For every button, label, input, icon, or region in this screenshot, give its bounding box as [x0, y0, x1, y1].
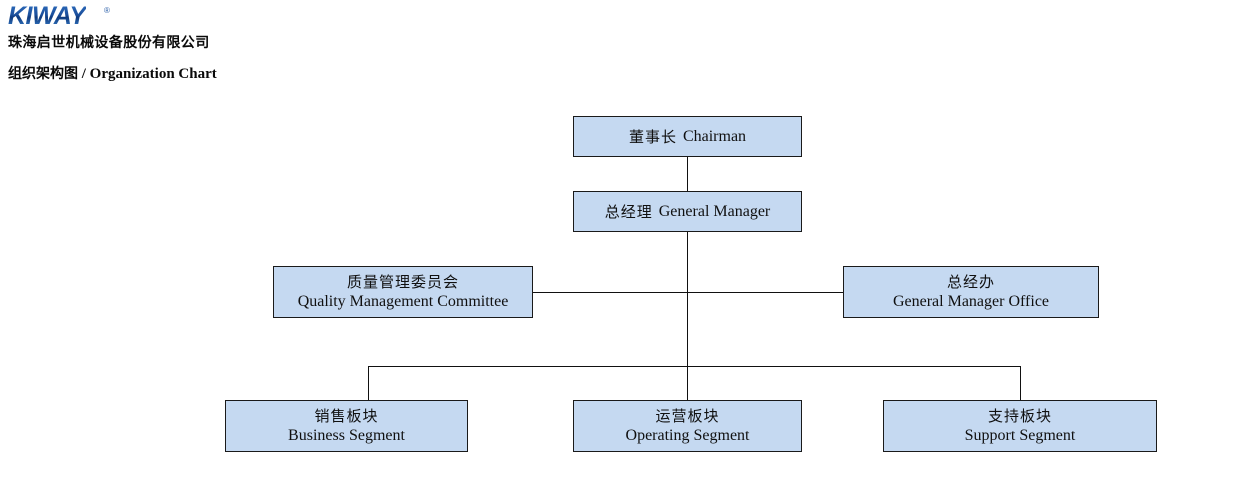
node-business-segment-label-cn: 销售板块: [314, 407, 379, 425]
connector-gm-to-quality-committee: [533, 292, 688, 294]
connector-bus-to-operating-segment: [687, 366, 689, 401]
connector-chairman-to-gm: [687, 156, 689, 191]
node-general-manager-label-cn: 总经理: [604, 202, 653, 221]
connector-bus-to-support-segment: [1020, 366, 1022, 401]
connector-gm-trunk: [687, 231, 689, 367]
connector-gm-to-gm-office: [687, 292, 844, 294]
page-title: 组织架构图 / Organization Chart: [8, 63, 217, 83]
page-title-cn: 组织架构图: [8, 66, 78, 82]
node-general-manager[interactable]: 总经理 General Manager: [573, 191, 802, 232]
page-title-en: Organization Chart: [89, 66, 217, 82]
node-quality-management-committee-label-cn: 质量管理委员会: [346, 273, 459, 291]
company-name: 珠海启世机械设备股份有限公司: [8, 35, 210, 51]
node-general-manager-office[interactable]: 总经办 General Manager Office: [843, 266, 1099, 318]
node-support-segment-label-cn: 支持板块: [987, 407, 1052, 425]
node-operating-segment-label-cn: 运营板块: [655, 407, 720, 425]
node-quality-management-committee[interactable]: 质量管理委员会 Quality Management Committee: [273, 266, 533, 318]
node-support-segment[interactable]: 支持板块 Support Segment: [883, 400, 1157, 452]
node-chairman[interactable]: 董事长 Chairman: [573, 116, 802, 157]
connector-bus-to-business-segment: [368, 366, 370, 401]
node-chairman-label-cn: 董事长: [628, 127, 677, 146]
node-quality-management-committee-label-en: Quality Management Committee: [297, 293, 509, 310]
node-support-segment-label-en: Support Segment: [964, 427, 1076, 444]
node-general-manager-office-label-en: General Manager Office: [892, 293, 1050, 310]
node-business-segment[interactable]: 销售板块 Business Segment: [225, 400, 468, 452]
node-general-manager-label-en: General Manager: [658, 202, 771, 220]
node-operating-segment[interactable]: 运营板块 Operating Segment: [573, 400, 802, 452]
node-general-manager-office-label-cn: 总经办: [946, 273, 995, 291]
node-operating-segment-label-en: Operating Segment: [625, 427, 750, 444]
connector-segment-bus: [368, 366, 1021, 368]
node-chairman-label-en: Chairman: [682, 127, 747, 145]
registered-trademark-icon: ®: [104, 6, 110, 15]
kiway-logo: KIWAY: [8, 2, 86, 30]
page-title-separator: /: [78, 66, 90, 82]
node-business-segment-label-en: Business Segment: [288, 427, 405, 444]
